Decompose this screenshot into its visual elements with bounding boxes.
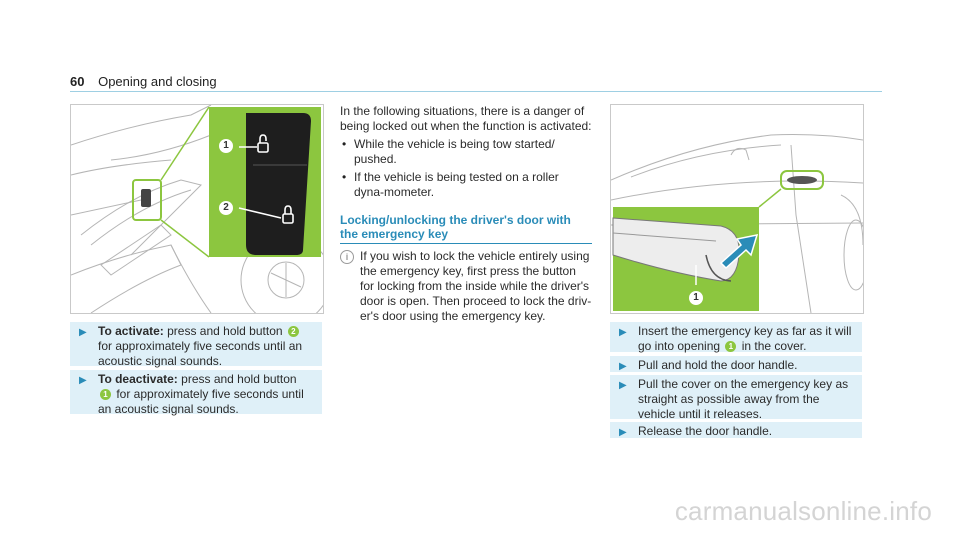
header-divider xyxy=(70,91,882,92)
step-arrow-icon: ▶ xyxy=(619,380,627,391)
list-item: If the vehicle is being tested on a roll… xyxy=(340,170,592,200)
page-title: Opening and closing xyxy=(98,74,217,89)
step-release-handle: ▶ Release the door handle. xyxy=(610,422,862,438)
step-label: To deactivate: xyxy=(98,372,178,386)
step-arrow-icon: ▶ xyxy=(619,427,627,438)
note-text: If you wish to lock the vehicle entirely… xyxy=(360,249,592,323)
door-panel-illustration: 1 2 xyxy=(70,104,324,314)
section-divider xyxy=(340,243,592,244)
info-note: i If you wish to lock the vehicle entire… xyxy=(340,249,592,324)
section-heading: Locking/unlocking the driver's door with… xyxy=(340,213,571,241)
callout-1: 1 xyxy=(687,289,705,307)
step-text: in the cover. xyxy=(738,339,807,353)
step-text: Pull the cover on the emergency key as s… xyxy=(638,377,849,421)
step-text: Pull and hold the door handle. xyxy=(638,358,798,372)
lockout-situations-list: While the vehicle is being tow started/ … xyxy=(340,137,592,203)
step-text: press and hold button xyxy=(177,372,297,386)
step-arrow-icon: ▶ xyxy=(619,361,627,372)
list-item: While the vehicle is being tow started/ … xyxy=(340,137,592,167)
door-handle-illustration: 1 xyxy=(610,104,864,314)
watermark: carmanualsonline.info xyxy=(674,496,932,526)
info-icon: i xyxy=(340,250,354,264)
step-label: To activate: xyxy=(98,324,164,338)
step-text: for approximately five seconds until an … xyxy=(98,387,304,416)
step-insert-key: ▶ Insert the emergency key as far as it … xyxy=(610,322,862,353)
step-pull-handle: ▶ Pull and hold the door handle. xyxy=(610,356,862,372)
button-2-badge: 2 xyxy=(287,326,299,337)
lockout-warning-intro: In the following situations, there is a … xyxy=(340,104,592,133)
step-activate: ▶ To activate: press and hold button 2 f… xyxy=(70,322,322,368)
step-arrow-icon: ▶ xyxy=(79,327,87,338)
page-header: 60 Opening and closing xyxy=(70,74,217,89)
step-deactivate: ▶ To deactivate: press and hold button 1… xyxy=(70,370,322,416)
page-number: 60 xyxy=(70,74,85,89)
step-arrow-icon: ▶ xyxy=(79,375,87,386)
callout-2: 2 xyxy=(217,199,235,217)
step-text: Insert the emergency key as far as it wi… xyxy=(638,324,852,353)
button-1-badge: 1 xyxy=(100,389,111,400)
step-pull-cover: ▶ Pull the cover on the emergency key as… xyxy=(610,375,862,421)
step-arrow-icon: ▶ xyxy=(619,327,627,338)
opening-1-badge: 1 xyxy=(725,341,737,352)
step-text: Release the door handle. xyxy=(638,424,773,438)
door-panel-drawing xyxy=(71,105,323,313)
callout-1: 1 xyxy=(217,137,235,155)
door-handle-drawing xyxy=(611,134,863,313)
step-text: press and hold button xyxy=(163,324,286,338)
step-text: for approximately five seconds until an … xyxy=(98,339,303,368)
